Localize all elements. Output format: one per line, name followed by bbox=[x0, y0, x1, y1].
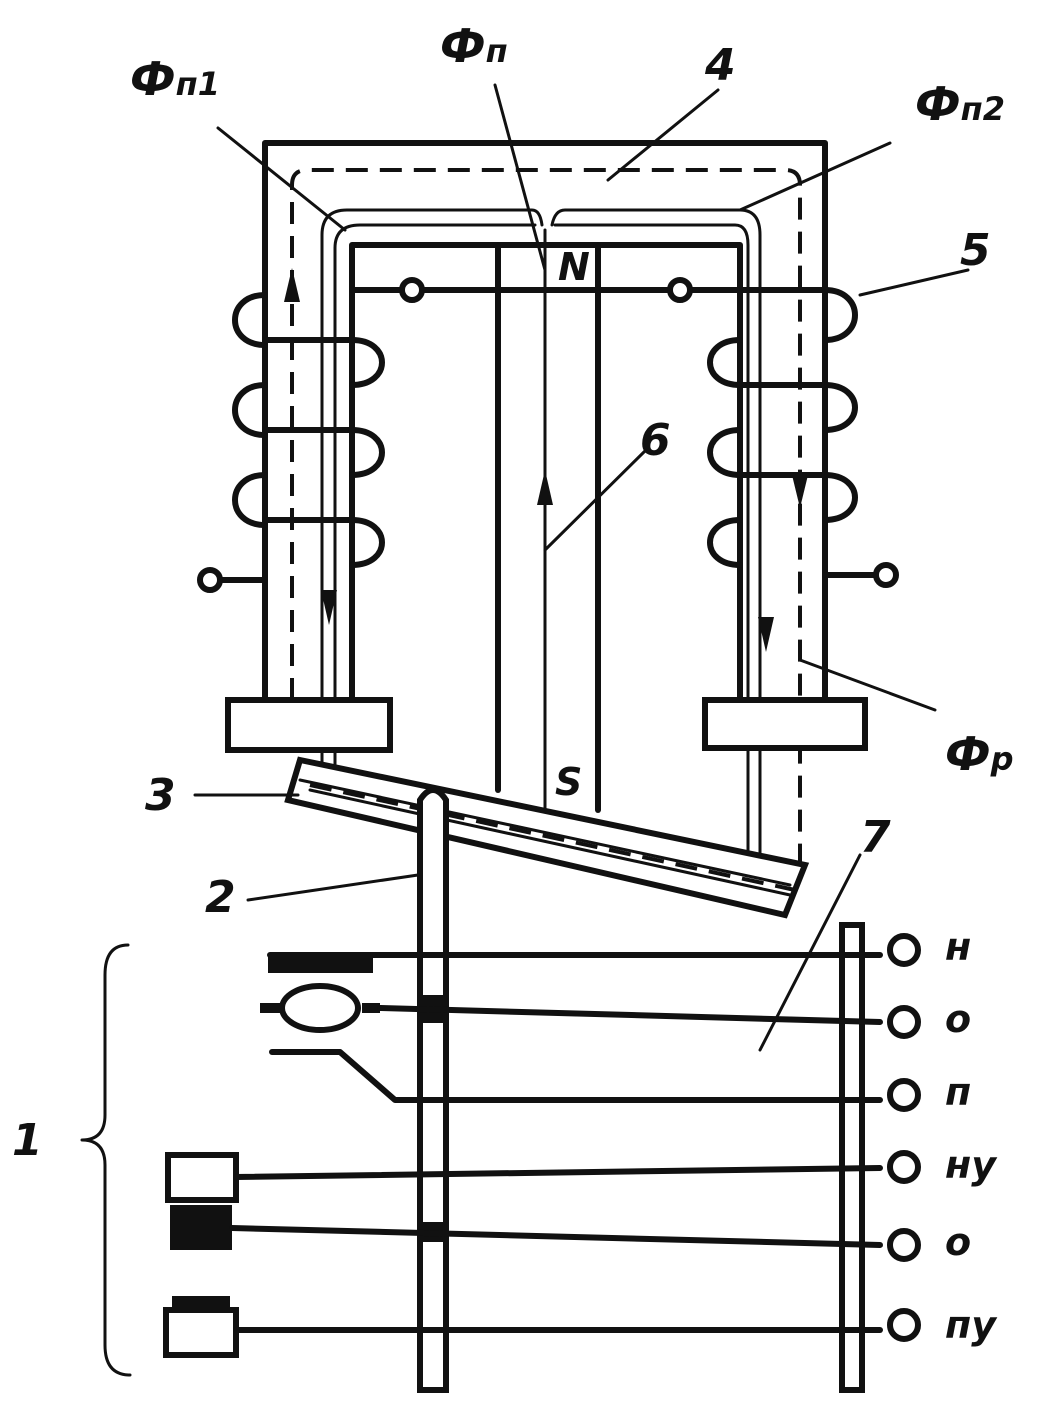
pusher-rod bbox=[417, 787, 449, 1393]
label-flux-r: Фр bbox=[945, 727, 1014, 781]
arrow-up-center bbox=[537, 470, 553, 505]
terminal-label-nu: ну bbox=[945, 1143, 998, 1187]
coil-right bbox=[595, 277, 899, 588]
coil-terminal-right bbox=[873, 562, 899, 588]
contact-group bbox=[163, 952, 883, 1358]
terminal-label-pu: пу bbox=[945, 1303, 998, 1347]
flux-path-r bbox=[290, 168, 802, 870]
label-pole-s: S bbox=[555, 760, 582, 804]
label-num-2: 2 bbox=[205, 872, 236, 923]
flux-p-leader bbox=[493, 83, 547, 272]
label-flux-p2: Фп2 bbox=[915, 77, 1005, 131]
label-num-1: 1 bbox=[12, 1115, 43, 1166]
label-num-5: 5 bbox=[960, 225, 991, 276]
label-pole-n: N bbox=[558, 245, 590, 289]
terminal-label-o2: о bbox=[945, 1220, 971, 1264]
label-num-4: 4 bbox=[704, 40, 736, 91]
terminal-bar bbox=[839, 922, 865, 1393]
label-num-6: 6 bbox=[640, 415, 671, 466]
arrow-down-left bbox=[321, 590, 337, 625]
label-num-7: 7 bbox=[860, 812, 891, 863]
terminal-circles bbox=[887, 933, 921, 1342]
label-flux-p1: Фп1 bbox=[130, 52, 220, 106]
flux-path-p1 bbox=[320, 208, 544, 772]
label-num-3: 3 bbox=[145, 770, 176, 821]
coil-terminal-left bbox=[197, 567, 223, 593]
terminal-label-n: н bbox=[945, 925, 971, 969]
permanent-magnet bbox=[495, 242, 601, 813]
brace-group-1 bbox=[80, 943, 132, 1377]
pole-shoe-right bbox=[702, 697, 868, 751]
label-flux-p: Фп bbox=[440, 19, 508, 73]
arrow-down-right bbox=[758, 617, 774, 652]
pole-shoe-left bbox=[225, 697, 393, 753]
flux-path-p2 bbox=[550, 208, 762, 862]
terminal-label-p: п bbox=[945, 1070, 971, 1114]
arrow-down-right-dash bbox=[792, 475, 808, 508]
terminal-label-o1: о bbox=[945, 997, 971, 1041]
arrow-up-left bbox=[284, 268, 300, 302]
coil-left bbox=[197, 277, 601, 593]
leader-lines bbox=[193, 88, 970, 1052]
